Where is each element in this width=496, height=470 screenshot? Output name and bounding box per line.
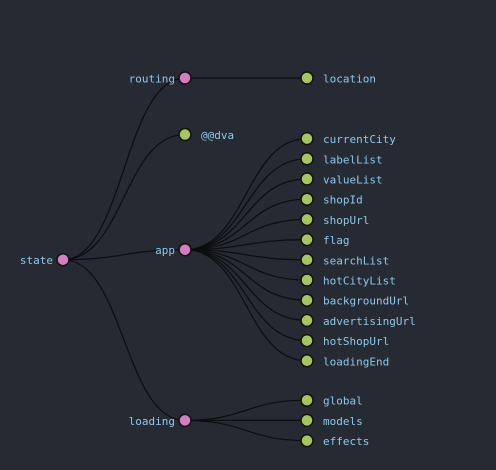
leaf-node-circle[interactable]	[300, 413, 314, 428]
tree-nodes: location routing @@dva currentCity labelList…	[20, 71, 416, 449]
leaf-node-circle[interactable]	[300, 293, 314, 307]
tree-node-hotcitylist[interactable]: hotCityList	[300, 273, 396, 288]
tree-node-flag[interactable]: flag	[300, 232, 350, 248]
edge-app-to-flag	[184, 239, 308, 251]
edge-state-to-dva	[62, 133, 186, 261]
leaf-node-circle[interactable]	[300, 71, 314, 85]
branch-node-circle[interactable]	[56, 252, 70, 267]
tree-node-hotshopurl[interactable]: hotShopUrl	[300, 333, 389, 349]
node-label-currentcity: currentCity	[323, 133, 396, 146]
leaf-node-circle[interactable]	[300, 131, 314, 146]
node-label-global: global	[323, 395, 363, 408]
node-label-loading: loading	[129, 415, 175, 428]
node-label-location: location	[323, 73, 376, 86]
tree-node-effects[interactable]: effects	[300, 433, 369, 449]
node-label-routing: routing	[129, 73, 175, 86]
edge-loading-to-global	[184, 399, 308, 421]
edge-app-to-currentcity	[184, 138, 308, 251]
tree-node-loadingend[interactable]: loadingEnd	[300, 354, 389, 369]
edge-app-to-searchlist	[184, 249, 308, 261]
leaf-node-circle[interactable]	[300, 212, 314, 227]
edge-app-to-loadingend	[184, 249, 308, 362]
tree-node-advertisingurl[interactable]: advertisingUrl	[300, 313, 416, 328]
leaf-node-circle[interactable]	[300, 152, 314, 166]
tree-node-loading[interactable]: loading	[129, 413, 192, 428]
tree-node-currentcity[interactable]: currentCity	[300, 131, 396, 147]
edge-app-to-shopurl	[184, 218, 308, 251]
tree-node-global[interactable]: global	[300, 393, 363, 408]
tree-node-labellist[interactable]: labelList	[300, 152, 383, 167]
edge-app-to-labellist	[184, 158, 308, 251]
node-label-searchlist: searchList	[323, 254, 389, 267]
edge-app-to-valuelist	[184, 178, 308, 251]
edge-app-to-shopid	[184, 198, 308, 251]
node-label-models: models	[323, 415, 363, 428]
edge-app-to-hotshopurl	[184, 249, 308, 342]
leaf-node-circle[interactable]	[300, 192, 314, 206]
node-label-app: app	[155, 244, 175, 257]
node-label-valuelist: valueList	[323, 174, 383, 187]
tree-node-valuelist[interactable]: valueList	[300, 172, 383, 187]
tree-node-state[interactable]: state	[20, 252, 70, 268]
leaf-node-circle[interactable]	[300, 354, 314, 368]
edge-state-to-routing	[62, 77, 186, 261]
edge-loading-to-effects	[184, 419, 308, 442]
leaf-node-circle[interactable]	[178, 127, 192, 142]
node-label-hotcitylist: hotCityList	[323, 275, 396, 288]
node-label-labellist: labelList	[323, 153, 383, 166]
node-label-flag: flag	[323, 234, 350, 247]
edge-state-to-app	[62, 249, 186, 261]
leaf-node-circle[interactable]	[300, 333, 314, 348]
node-label-state: state	[20, 254, 53, 267]
leaf-node-circle[interactable]	[300, 172, 314, 186]
node-label-advertisingurl: advertisingUrl	[323, 315, 416, 328]
leaf-node-circle[interactable]	[300, 253, 314, 267]
leaf-node-circle[interactable]	[300, 273, 314, 287]
leaf-node-circle[interactable]	[300, 232, 314, 247]
node-label-loadingend: loadingEnd	[323, 355, 389, 368]
leaf-node-circle[interactable]	[300, 433, 314, 448]
tree-node-models[interactable]: models	[300, 413, 363, 428]
tree-node-shopurl[interactable]: shopUrl	[300, 212, 369, 227]
node-label-backgroundurl: backgroundUrl	[323, 295, 409, 308]
branch-node-circle[interactable]	[178, 71, 192, 85]
edge-app-to-hotcitylist	[184, 249, 308, 281]
branch-node-circle[interactable]	[178, 413, 192, 428]
leaf-node-circle[interactable]	[300, 393, 314, 407]
node-label-shopid: shopId	[323, 194, 363, 207]
tree-node-routing[interactable]: routing	[129, 71, 192, 86]
node-label-dva: @@dva	[201, 129, 234, 142]
edge-app-to-advertisingurl	[184, 249, 308, 321]
tree-node-location[interactable]: location	[300, 71, 376, 86]
leaf-node-circle[interactable]	[300, 313, 314, 328]
tree-edges	[62, 77, 308, 442]
tree-node-shopid[interactable]: shopId	[300, 192, 363, 207]
node-label-effects: effects	[323, 435, 369, 448]
edge-state-to-loading	[62, 259, 186, 421]
tree-node-searchlist[interactable]: searchList	[300, 253, 389, 268]
branch-node-circle[interactable]	[178, 242, 192, 257]
node-label-shopurl: shopUrl	[323, 214, 369, 227]
node-label-hotshopurl: hotShopUrl	[323, 335, 389, 348]
tree-node-backgroundurl[interactable]: backgroundUrl	[300, 293, 409, 308]
tree-node-app[interactable]: app	[155, 242, 192, 258]
tree-node-dva[interactable]: @@dva	[178, 127, 234, 143]
edge-app-to-backgroundurl	[184, 249, 308, 301]
